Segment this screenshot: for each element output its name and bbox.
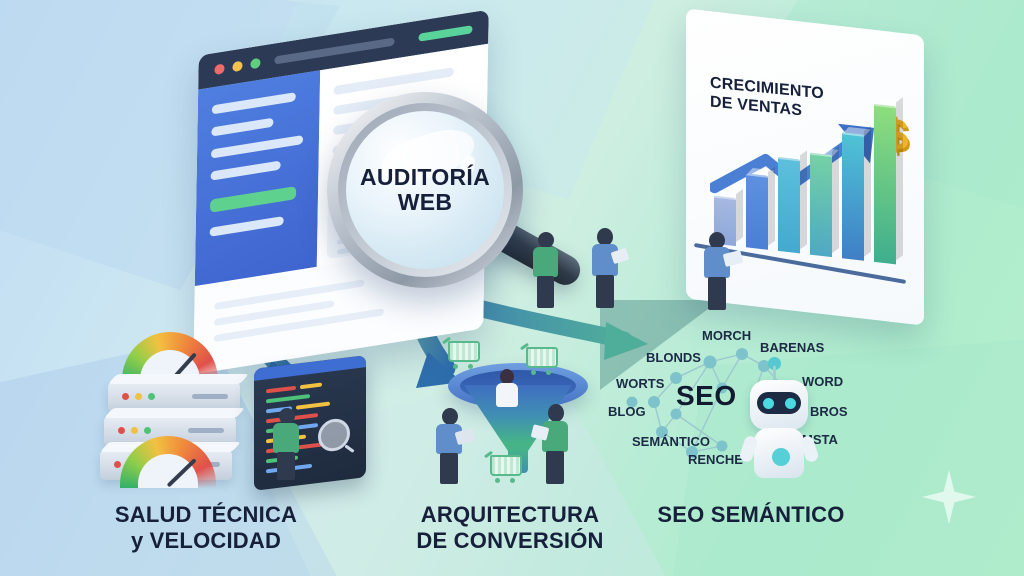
robot-icon	[738, 357, 820, 478]
caption-line2: y VELOCIDAD	[130, 527, 282, 553]
caption-arquitectura-conversion: ARQUITECTURA DE CONVERSIÓN	[382, 502, 638, 553]
person-figure	[268, 408, 304, 480]
magnifier-title-line1: AUDITORÍA	[359, 164, 491, 191]
conversion-funnel-illustration	[441, 336, 588, 485]
shopping-cart-icon	[519, 342, 558, 375]
robot-head	[750, 380, 808, 430]
technical-health-illustration	[100, 332, 366, 491]
seo-node-label: BLOG	[608, 404, 646, 419]
seo-node-label: SEMÁNTICO	[632, 434, 710, 449]
seo-node-label: BLONDS	[646, 350, 701, 365]
seo-node-label: BROS	[810, 404, 848, 419]
background-polygon	[664, 336, 1024, 576]
bar-chart	[708, 83, 904, 265]
caption-line1: SEO SEMÁNTICO	[657, 502, 845, 527]
caption-line2: DE CONVERSIÓN	[416, 527, 604, 553]
bar	[778, 150, 807, 254]
person-figure	[588, 228, 630, 308]
seo-semantic-illustration: MORCH BARENAS BLONDS WORTS WORD BLOG BRO…	[608, 328, 864, 478]
robot-eye	[762, 397, 774, 409]
magnifier: AUDITORÍA WEB	[327, 92, 523, 288]
sales-growth-panel: CRECIMIENTO DE VENTAS $	[686, 8, 924, 326]
action-pill	[418, 25, 473, 42]
seo-node-label: RENCHE	[688, 452, 743, 467]
person-figure	[528, 232, 562, 308]
robot-visor	[757, 392, 801, 414]
caption-salud-tecnica: SALUD TÉCNICA y VELOCIDAD	[78, 502, 334, 553]
robot-eye	[784, 397, 796, 409]
caption-seo-semantico: SEO SEMÁNTICO	[636, 502, 866, 528]
seo-node-label: WORTS	[616, 376, 665, 391]
maximize-dot-icon	[250, 57, 261, 70]
shopping-cart-icon	[483, 450, 522, 483]
shopping-cart-icon	[441, 336, 480, 369]
magnifier-title-line2: WEB	[397, 189, 453, 215]
bar	[746, 166, 775, 250]
close-dot-icon	[214, 63, 225, 76]
server-rack	[108, 374, 250, 412]
speed-gauge-icon	[120, 436, 216, 488]
caption-line1: ARQUITECTURA	[420, 502, 600, 527]
person-figure	[700, 232, 744, 310]
robot-antenna-ball	[768, 357, 781, 370]
person-figure	[492, 369, 522, 409]
robot-core-light	[772, 448, 790, 466]
robot-antenna	[773, 366, 776, 380]
seo-node-label: BARENAS	[760, 340, 825, 355]
magnifier-lens: AUDITORÍA WEB	[346, 111, 504, 269]
bar	[874, 97, 903, 265]
person-figure	[530, 404, 574, 484]
seo-center-label: SEO	[676, 380, 737, 411]
minimize-dot-icon	[232, 60, 243, 73]
person-figure	[432, 408, 476, 484]
search-icon	[318, 417, 350, 454]
caption-line1: SALUD TÉCNICA	[114, 502, 298, 527]
bar	[842, 125, 871, 261]
seo-node-label: WORD	[802, 374, 844, 389]
browser-sidebar	[194, 70, 321, 287]
magnifier-title: AUDITORÍA WEB	[360, 165, 490, 215]
bar	[810, 146, 839, 258]
seo-node-label: MORCH	[702, 328, 752, 343]
